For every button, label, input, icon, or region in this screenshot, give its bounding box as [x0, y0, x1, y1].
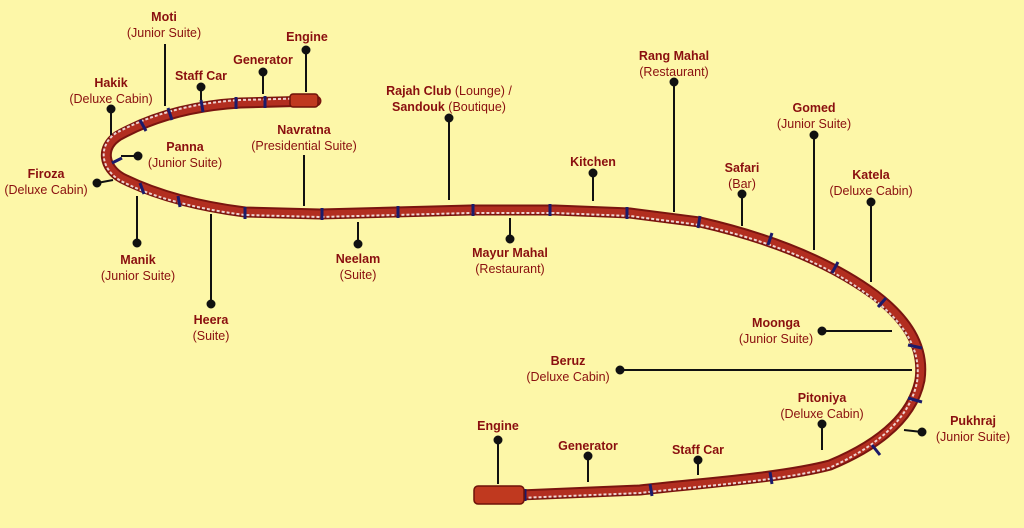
- label-neelam: Neelam (Suite): [335, 252, 381, 282]
- label-firoza: Firoza (Deluxe Cabin): [4, 167, 88, 197]
- label-panna: Panna (Junior Suite): [147, 140, 223, 170]
- label-staff-car-top: Staff Car: [174, 69, 228, 83]
- label-rajah-club-sandouk: Rajah Club (Lounge) / Sandouk (Boutique): [376, 83, 522, 115]
- label-rang-mahal: Rang Mahal (Restaurant): [638, 49, 710, 79]
- label-mayur-mahal: Mayur Mahal (Restaurant): [472, 246, 548, 276]
- engine-top-shape: [289, 93, 319, 108]
- label-generator-bottom: Generator: [558, 439, 618, 453]
- label-navratna: Navratna (Presidential Suite): [251, 123, 357, 153]
- label-hakik: Hakik (Deluxe Cabin): [69, 76, 153, 106]
- label-engine-bottom: Engine: [477, 419, 519, 433]
- label-rajah-club-kind: (Lounge) /: [454, 84, 512, 98]
- label-sandouk-kind: (Boutique): [448, 100, 506, 114]
- label-sandouk-name: Sandouk: [392, 100, 445, 114]
- label-pukhraj: Pukhraj (Junior Suite): [935, 414, 1011, 444]
- label-staff-car-bottom: Staff Car: [671, 443, 725, 457]
- label-manik: Manik (Junior Suite): [100, 253, 176, 283]
- label-heera: Heera (Suite): [192, 313, 230, 343]
- label-katela: Katela (Deluxe Cabin): [829, 168, 913, 198]
- label-generator-top: Generator: [233, 53, 293, 67]
- label-beruz: Beruz (Deluxe Cabin): [526, 354, 610, 384]
- label-kitchen: Kitchen: [570, 155, 616, 169]
- label-rajah-club-name: Rajah Club: [386, 84, 452, 98]
- label-pitoniya: Pitoniya (Deluxe Cabin): [780, 391, 864, 421]
- engine-bottom-shape: [473, 485, 525, 505]
- leader-lines: [92, 44, 927, 484]
- label-moonga: Moonga (Junior Suite): [738, 316, 814, 346]
- label-engine-top: Engine: [286, 30, 328, 44]
- coach-chain: [101, 93, 927, 505]
- label-moti: Moti (Junior Suite): [126, 10, 202, 40]
- label-gomed: Gomed (Junior Suite): [776, 101, 852, 131]
- label-safari: Safari (Bar): [724, 161, 760, 191]
